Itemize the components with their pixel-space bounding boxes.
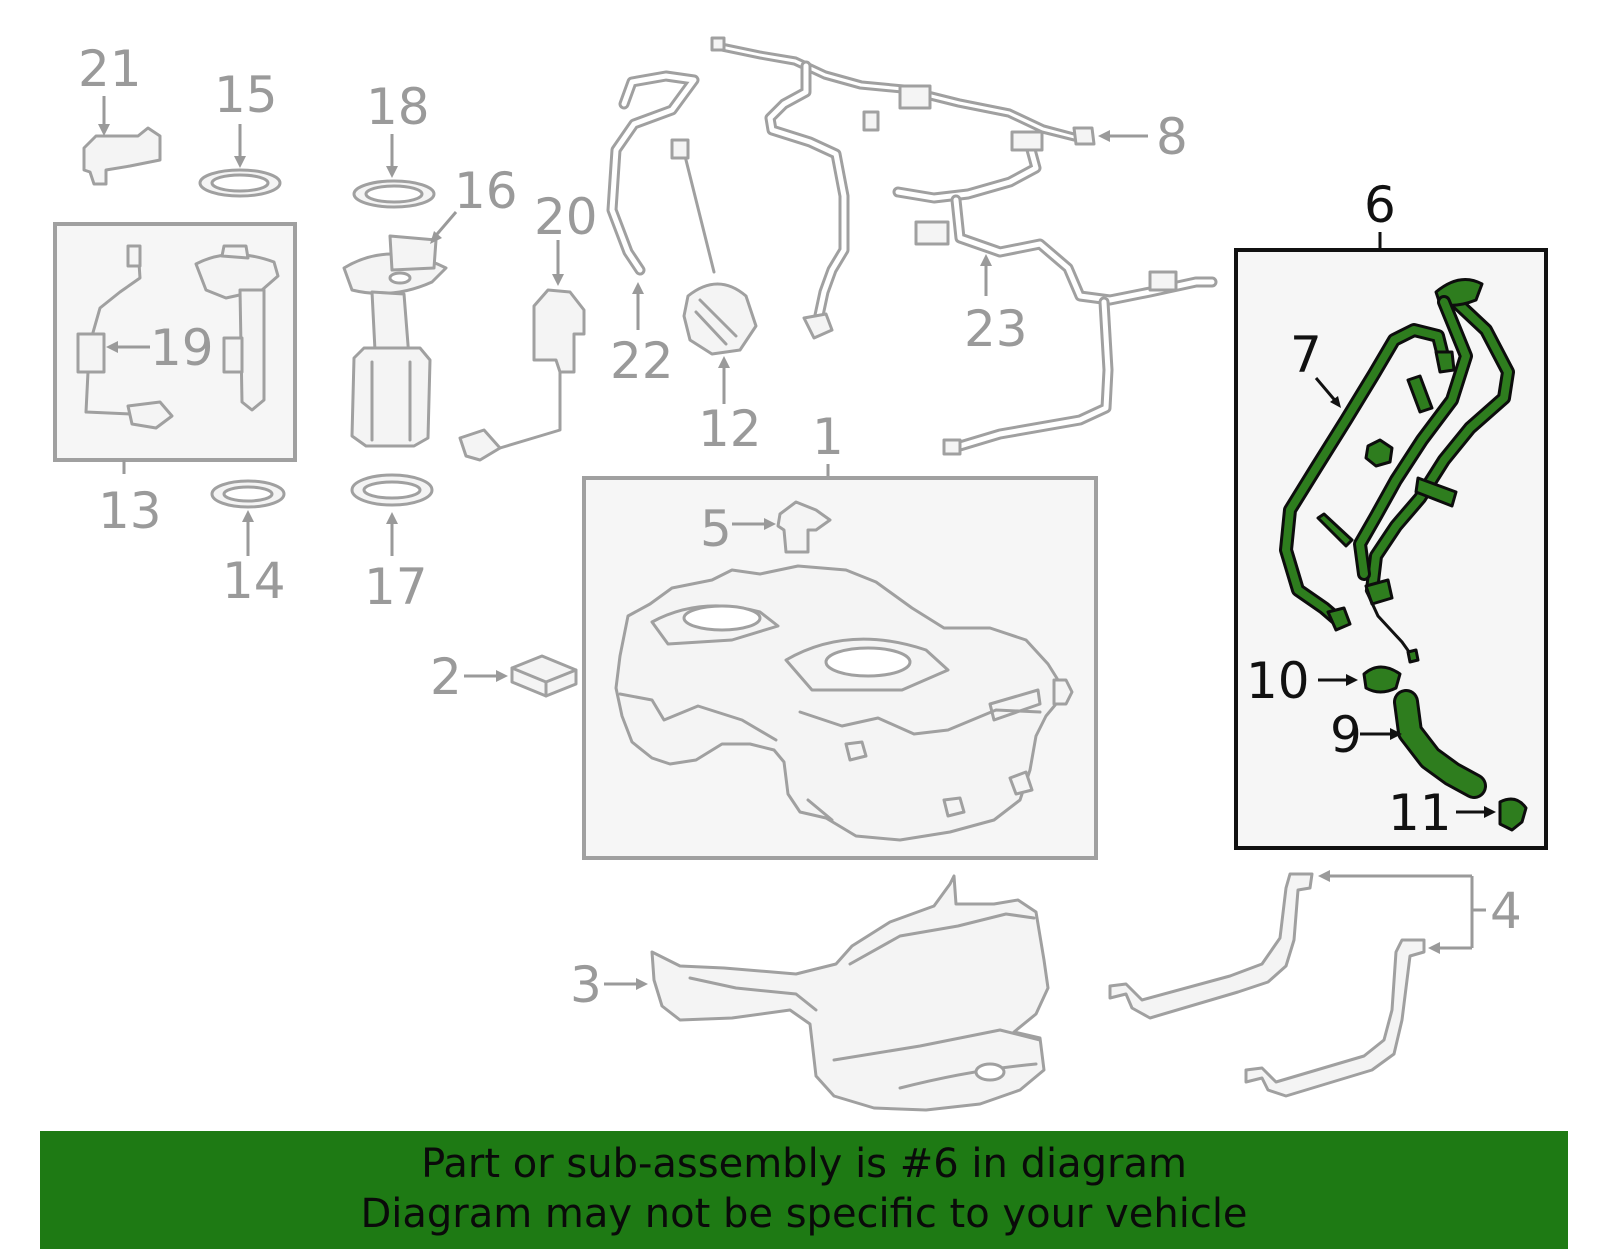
banner-line-1: Part or sub-assembly is #6 in diagram (421, 1141, 1187, 1187)
callout-1: 1 (812, 408, 844, 466)
callout-16: 16 (454, 162, 518, 220)
banner-line-2: Diagram may not be specific to your vehi… (360, 1191, 1248, 1237)
callout-7: 7 (1290, 326, 1322, 384)
part-11-clamp[interactable] (1498, 797, 1528, 832)
part-3-heat-shield[interactable] (650, 874, 1050, 1112)
part-2-pad[interactable] (510, 654, 578, 698)
callout-6: 6 (1364, 176, 1396, 234)
part-23-wire-harness[interactable] (892, 130, 1218, 456)
part-1-fuel-tank[interactable] (614, 564, 1074, 842)
callout-21: 21 (78, 40, 142, 98)
part-14-seal[interactable] (210, 479, 286, 509)
part-10-clamp[interactable] (1362, 665, 1402, 694)
callout-12: 12 (698, 400, 762, 458)
part-12-fuel-cap[interactable] (670, 138, 758, 356)
part-9-hose[interactable] (1393, 689, 1487, 799)
callout-20: 20 (534, 188, 598, 246)
part-16-fuel-pump[interactable] (342, 234, 448, 448)
callout-10: 10 (1246, 652, 1310, 710)
part-19-sender-wire[interactable] (76, 244, 174, 430)
part-7-vent-tube[interactable] (1279, 323, 1456, 632)
callout-22: 22 (610, 332, 674, 390)
part-17-seal[interactable] (350, 473, 434, 507)
callout-5: 5 (700, 500, 732, 558)
part-13-pump-module[interactable] (194, 244, 280, 412)
callout-23: 23 (964, 300, 1028, 358)
callout-11: 11 (1388, 784, 1452, 842)
part-15-seal[interactable] (198, 168, 282, 198)
callout-13: 13 (98, 482, 162, 540)
part-4-tank-straps[interactable] (1108, 872, 1426, 1098)
part-22-tube[interactable] (606, 70, 700, 276)
part-18-seal[interactable] (352, 179, 436, 209)
callout-15: 15 (214, 66, 278, 124)
part-8-wire-harness[interactable] (710, 36, 1096, 340)
callout-19: 19 (150, 319, 214, 377)
callout-9: 9 (1330, 706, 1362, 764)
callout-2: 2 (430, 648, 462, 706)
part-20-sensor[interactable] (458, 288, 586, 462)
callout-3: 3 (570, 956, 602, 1014)
callout-18: 18 (366, 78, 430, 136)
part-5-valve[interactable] (776, 500, 832, 554)
callout-8: 8 (1156, 108, 1188, 166)
callout-14: 14 (222, 552, 286, 610)
info-banner: Part or sub-assembly is #6 in diagram Di… (40, 1131, 1568, 1249)
callout-17: 17 (364, 558, 428, 616)
part-6-fuel-filler-pipe[interactable] (1316, 278, 1515, 664)
part-21-bracket[interactable] (82, 126, 162, 186)
callout-4: 4 (1490, 882, 1522, 940)
